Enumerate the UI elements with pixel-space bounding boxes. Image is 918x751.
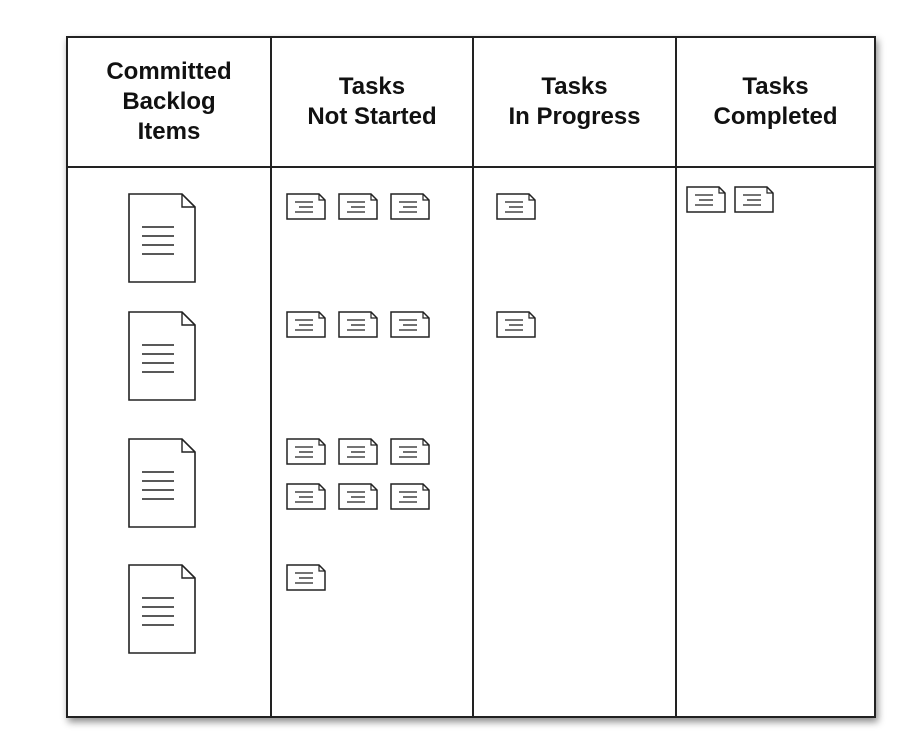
task-card-icon — [338, 311, 378, 338]
column-header-committed-backlog-items: Committed Backlog Items — [68, 38, 270, 168]
header-line: Items — [137, 118, 201, 145]
task-card-icon — [286, 483, 326, 510]
backlog-item-document-icon — [128, 564, 196, 654]
task-board: Committed Backlog Items Tasks Not Starte… — [66, 36, 876, 718]
task-card-icon — [338, 438, 378, 465]
task-card-icon — [686, 186, 726, 213]
task-card-icon — [496, 311, 536, 338]
column-header-tasks-in-progress: Tasks In Progress — [474, 38, 675, 168]
task-card-icon — [338, 483, 378, 510]
task-card-icon — [286, 438, 326, 465]
header-line: Tasks — [338, 73, 406, 100]
column-tasks-in-progress: Tasks In Progress — [472, 38, 675, 716]
header-line: Tasks — [541, 73, 608, 100]
column-tasks-completed: Tasks Completed — [675, 38, 874, 716]
task-card-icon — [390, 483, 430, 510]
column-header-tasks-completed: Tasks Completed — [677, 38, 874, 168]
column-committed-backlog-items: Committed Backlog Items — [68, 38, 270, 716]
column-header-tasks-not-started: Tasks Not Started — [272, 38, 472, 168]
task-card-icon — [390, 193, 430, 220]
backlog-item-document-icon — [128, 311, 196, 401]
column-tasks-not-started: Tasks Not Started — [270, 38, 472, 716]
header-line: Committed — [106, 58, 232, 85]
task-card-icon — [734, 186, 774, 213]
task-card-icon — [496, 193, 536, 220]
task-card-icon — [286, 311, 326, 338]
backlog-item-document-icon — [128, 438, 196, 528]
header-line: Not Started — [307, 103, 437, 130]
task-card-icon — [390, 438, 430, 465]
header-line: Tasks — [742, 73, 809, 100]
header-line: Completed — [713, 103, 838, 130]
task-card-icon — [338, 193, 378, 220]
task-card-icon — [286, 564, 326, 591]
header-line: In Progress — [508, 103, 641, 130]
task-card-icon — [286, 193, 326, 220]
header-line: Backlog — [122, 88, 216, 115]
task-card-icon — [390, 311, 430, 338]
backlog-item-document-icon — [128, 193, 196, 283]
